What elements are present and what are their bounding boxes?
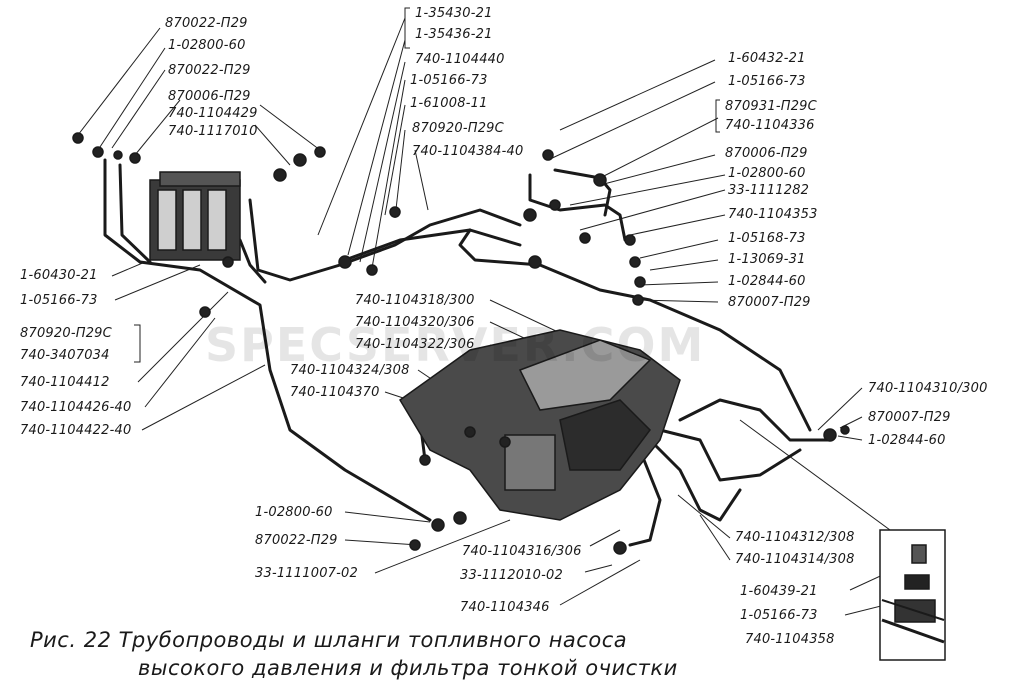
part-label: 33-1112010-02 — [460, 568, 563, 583]
part-label: 740-1104426-40 — [20, 400, 132, 415]
part-label: 740-1117010 — [168, 124, 258, 139]
part-label: 740-1104336 — [725, 118, 815, 133]
part-label: 740-1104314/308 — [735, 552, 855, 567]
part-label: 33-1111007-02 — [255, 566, 358, 581]
part-label: 1-60432-21 — [728, 51, 806, 66]
part-label: 870007-П29 — [728, 295, 811, 310]
part-label: 1-02800-60 — [728, 166, 806, 181]
part-label: 740-1104422-40 — [20, 423, 132, 438]
part-label: 870022-П29 — [255, 533, 338, 548]
part-label: 870920-П29С — [20, 326, 112, 341]
part-label: 740-1104320/306 — [355, 315, 475, 330]
part-label: 740-1104310/300 — [868, 381, 988, 396]
part-label: 870920-П29С — [412, 121, 504, 136]
part-label: 740-1104384-40 — [412, 144, 524, 159]
part-label: 1-05166-73 — [410, 73, 488, 88]
part-label: 740-1104370 — [290, 385, 380, 400]
part-label: 740-3407034 — [20, 348, 110, 363]
part-label: 1-05166-73 — [20, 293, 98, 308]
part-label: 740-1104412 — [20, 375, 110, 390]
part-label: 740-1104316/306 — [462, 544, 582, 559]
part-label: 1-02800-60 — [255, 505, 333, 520]
figure-caption-line1: Рис. 22 Трубопроводы и шланги топливного… — [30, 628, 628, 652]
part-label: 1-02800-60 — [168, 38, 246, 53]
part-label: 1-13069-31 — [728, 252, 806, 267]
part-label: 870022-П29 — [168, 63, 251, 78]
part-label: 740-1104346 — [460, 600, 550, 615]
part-label: 1-02844-60 — [728, 274, 806, 289]
part-label: 740-1104324/308 — [290, 363, 410, 378]
watermark: SPECSERVER.COM — [205, 318, 706, 372]
part-label: 1-61008-11 — [410, 96, 488, 111]
part-label: 740-1104353 — [728, 207, 818, 222]
part-label: 870931-П29С — [725, 99, 817, 114]
part-label: 1-35436-21 — [415, 27, 493, 42]
part-label: 870006-П29 — [168, 89, 251, 104]
part-label: 1-05166-73 — [740, 608, 818, 623]
part-label: 870006-П29 — [725, 146, 808, 161]
part-label: 1-02844-60 — [868, 433, 946, 448]
part-label: 1-60439-21 — [740, 584, 818, 599]
part-label: 1-05166-73 — [728, 74, 806, 89]
part-label: 740-1104429 — [168, 106, 258, 121]
part-label: 870022-П29 — [165, 16, 248, 31]
part-label: 1-60430-21 — [20, 268, 98, 283]
part-label: 740-1104440 — [415, 52, 505, 67]
part-label: 870007-П29 — [868, 410, 951, 425]
part-label: 740-1104318/300 — [355, 293, 475, 308]
part-label: 740-1104358 — [745, 632, 835, 647]
part-label: 1-05168-73 — [728, 231, 806, 246]
figure-caption-line2: высокого давления и фильтра тонкой очист… — [138, 656, 678, 680]
part-label: 1-35430-21 — [415, 6, 493, 21]
part-label: 740-1104312/308 — [735, 530, 855, 545]
part-label: 33-1111282 — [728, 183, 810, 198]
part-label: 740-1104322/306 — [355, 337, 475, 352]
